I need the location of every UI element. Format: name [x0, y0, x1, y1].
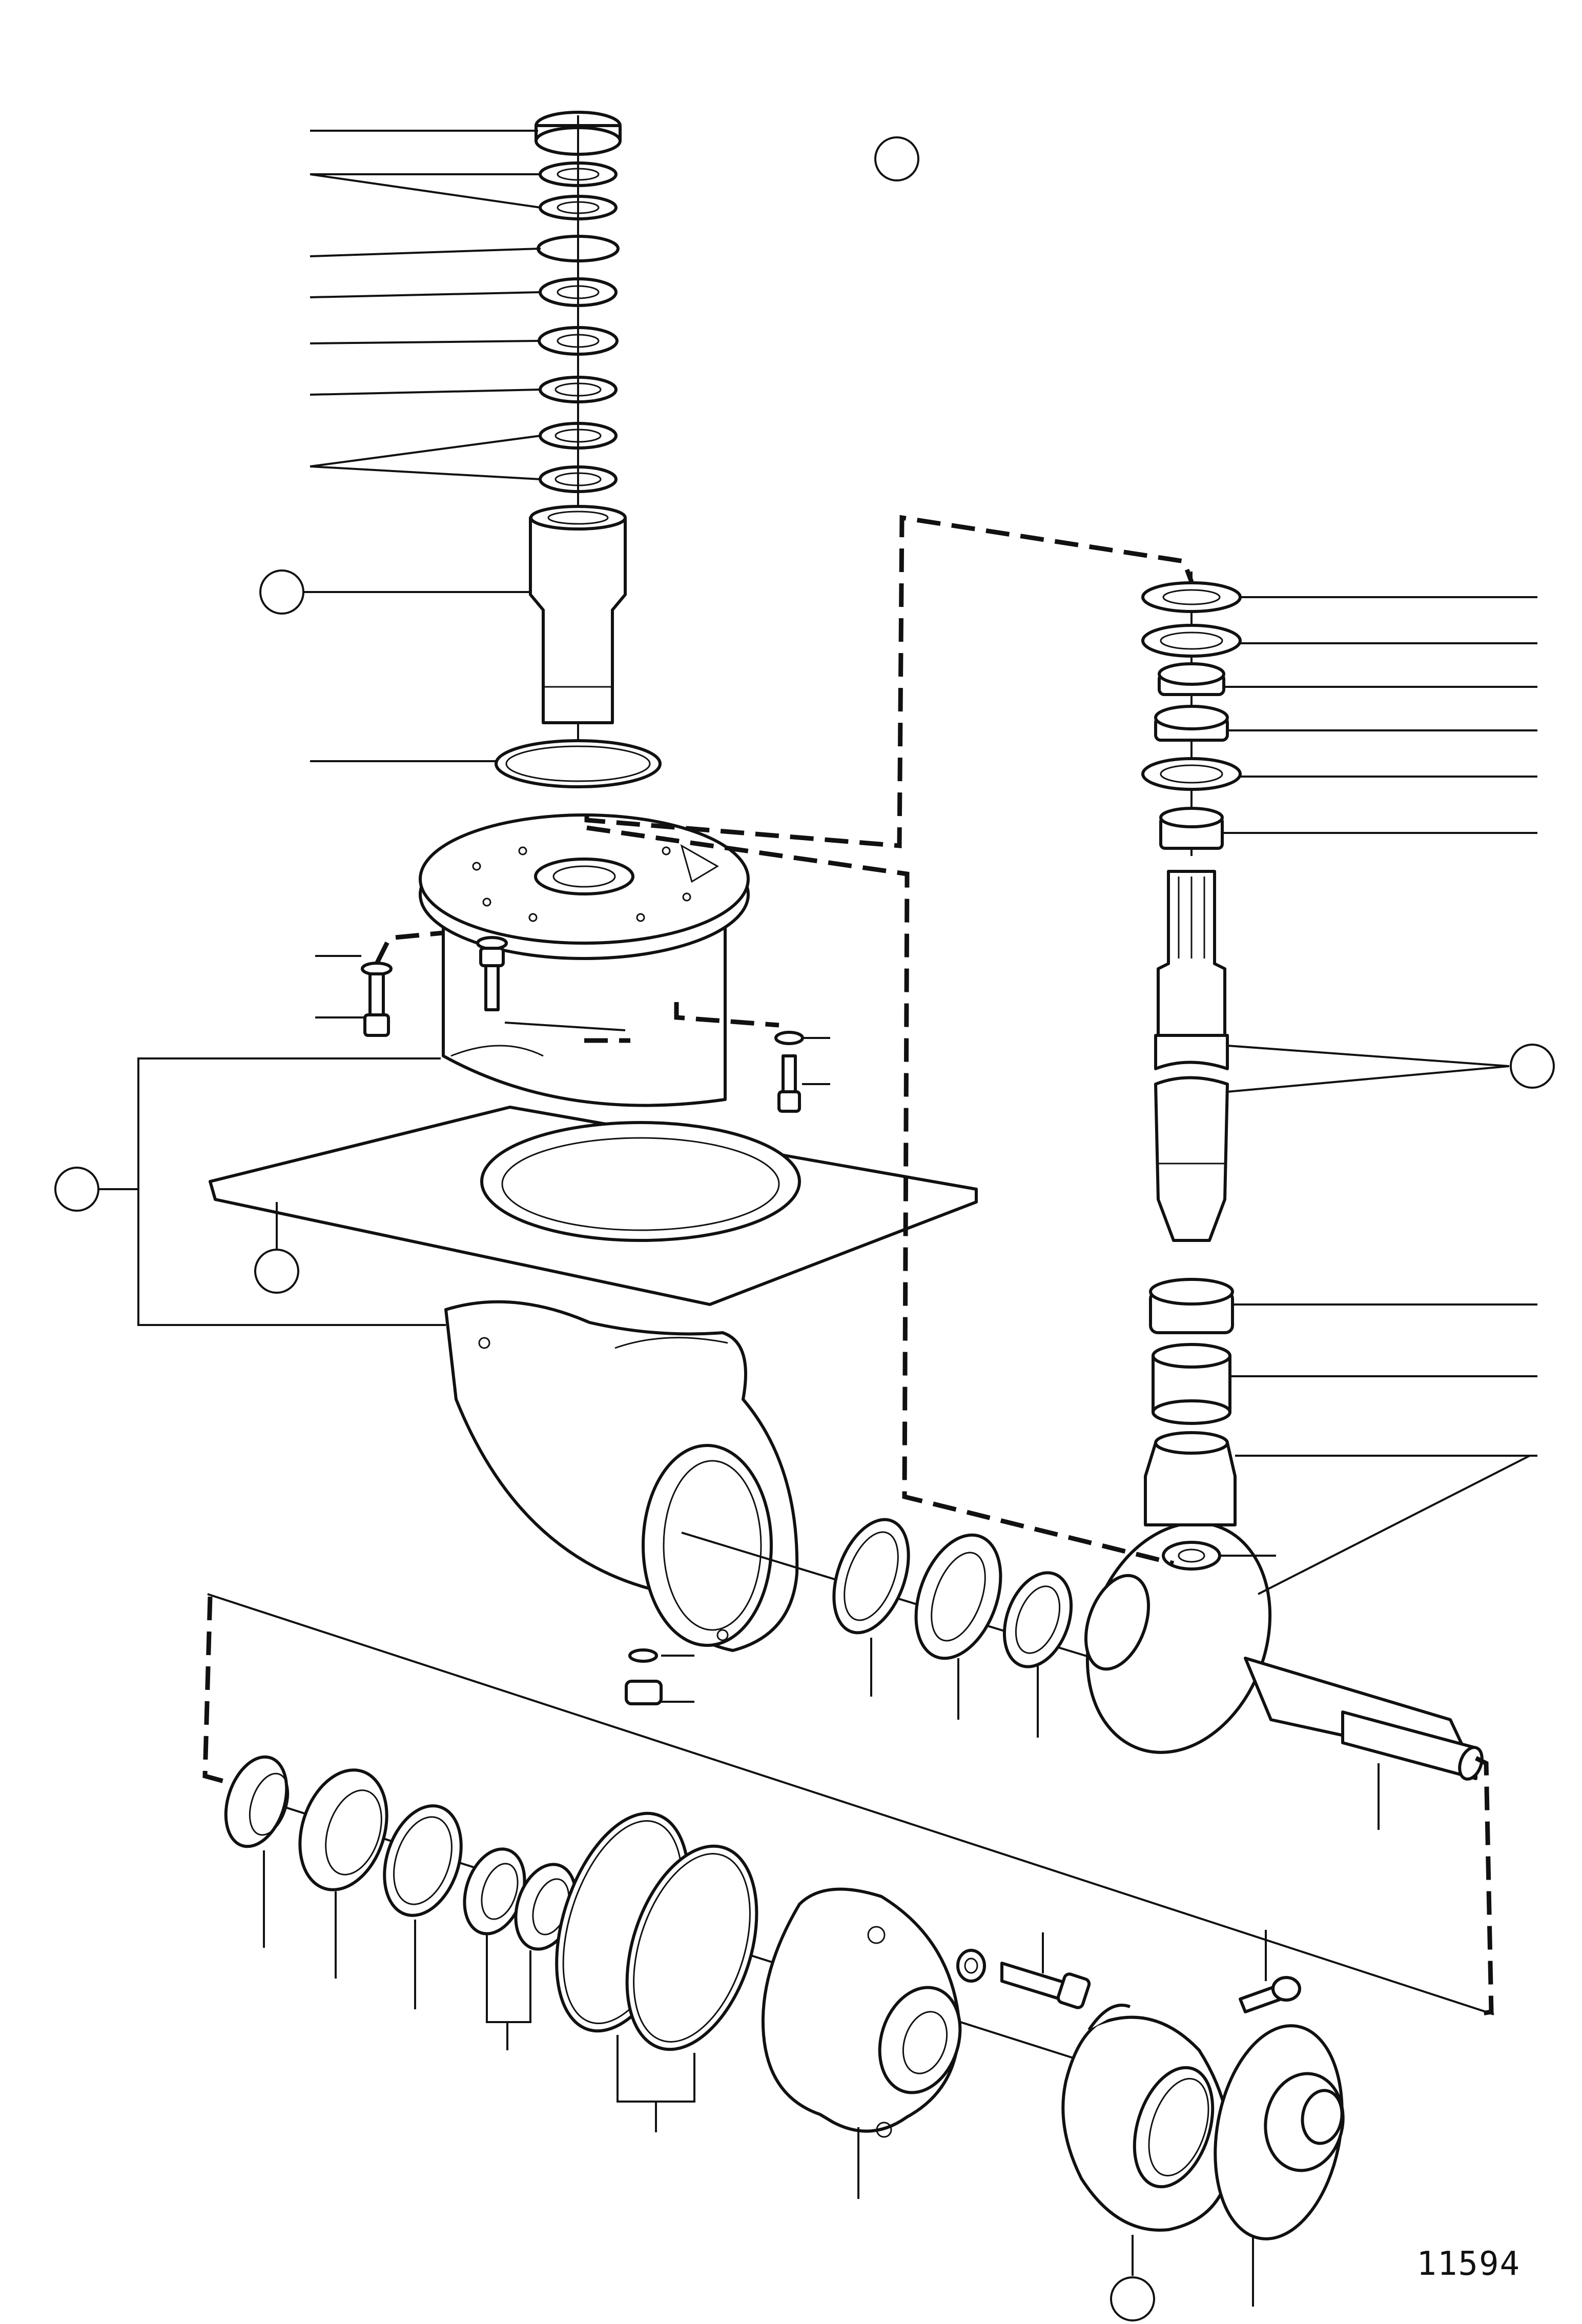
- callout-circle-shaft: [1510, 1044, 1555, 1089]
- lower-shaft-bearings: [1144, 1278, 1237, 1571]
- axis-line-lower: [207, 1593, 1494, 2015]
- assembly-dashed-lines: [202, 515, 1494, 2017]
- group-bracket-left: [95, 1057, 446, 1326]
- callout-circle-gasket: [254, 1249, 299, 1294]
- callout-circle-group: [54, 1167, 99, 1212]
- bevel-pinion-shaft: [1084, 1521, 1484, 1830]
- mounting-bolts: [315, 930, 830, 1113]
- vertical-shaft-stack: [1141, 572, 1242, 856]
- callout-circle-sleeve: [259, 569, 304, 615]
- upper-housing: [419, 813, 750, 1107]
- drive-shaft: [1154, 870, 1229, 1242]
- lower-leader-lines: [263, 1850, 695, 2132]
- leader-lines-right: [1220, 596, 1537, 1595]
- leader-lines-top: [302, 130, 541, 762]
- gear-casing: [444, 1300, 799, 1705]
- bearing-housing: [761, 1887, 1091, 2199]
- lower-bearings-and-rings: [224, 1755, 758, 2051]
- o-ring-top: [495, 739, 662, 788]
- top-washer-stack: [535, 111, 622, 779]
- callout-circle-cover: [1110, 2276, 1155, 2321]
- bearing-sleeve: [529, 505, 627, 724]
- drawing-reference-number: 11594: [1416, 2245, 1521, 2283]
- end-cap: [1214, 2024, 1345, 2307]
- pinion-seals: [832, 1518, 1073, 1738]
- callout-circle-top: [874, 136, 919, 181]
- outer-cover: [1061, 1930, 1301, 2276]
- gasket-plate: [209, 1106, 978, 1306]
